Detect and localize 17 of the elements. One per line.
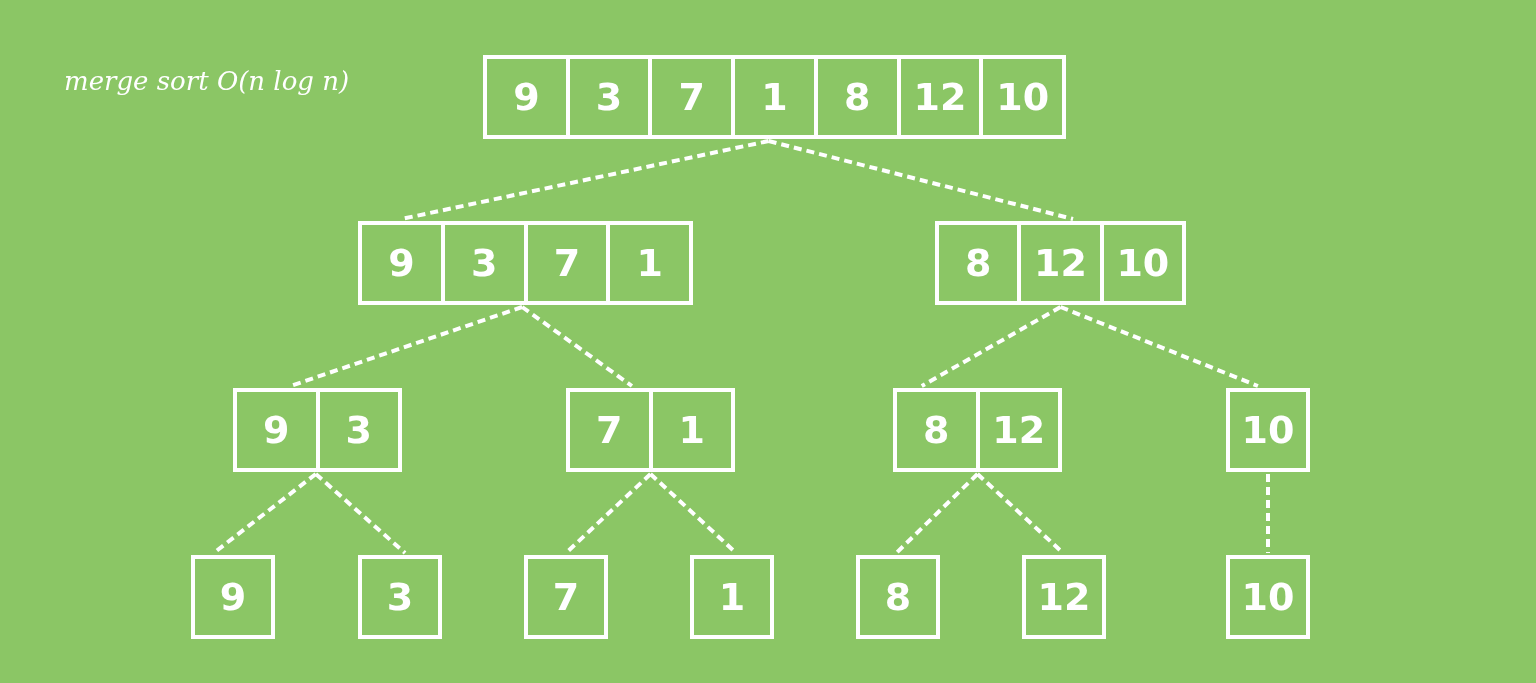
array-cell: 3: [358, 555, 442, 639]
dashed-connector: [401, 139, 770, 221]
dashed-connector: [768, 139, 1074, 221]
array-cell: 12: [1022, 555, 1106, 639]
dashed-connector: [920, 305, 1062, 388]
array-cell: 10: [1226, 388, 1310, 472]
array-cell: 10: [1226, 555, 1310, 639]
array-cell: 1: [690, 555, 774, 639]
diagram-title: merge sort O(n log n): [64, 66, 350, 96]
array-cell: 7: [524, 555, 608, 639]
dashed-connector: [894, 472, 979, 555]
dashed-connector: [521, 305, 634, 388]
dashed-connector: [314, 472, 407, 555]
array-cell: 8: [856, 555, 940, 639]
dashed-connector: [1059, 305, 1259, 388]
dashed-connector: [1266, 474, 1270, 553]
array-cell: 9: [191, 555, 275, 639]
